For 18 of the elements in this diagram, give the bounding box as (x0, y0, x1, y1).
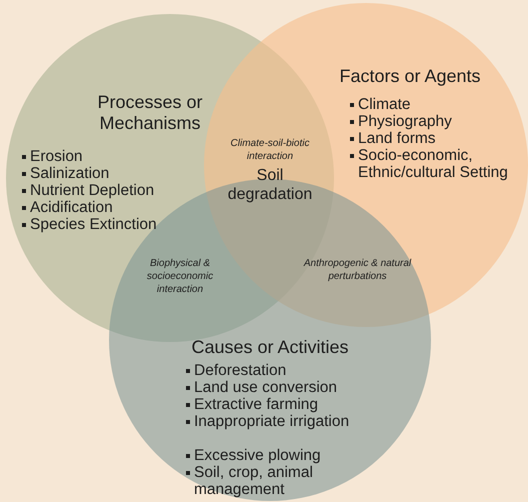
list-item: Inappropriate irrigation (186, 413, 384, 430)
list-item: Climate (350, 96, 528, 113)
list-item: Deforestation (186, 362, 384, 379)
overlap-label: Biophysical & socioeconomic interaction (146, 257, 214, 296)
circle-heading: Processes or Mechanisms (96, 92, 204, 134)
circle-heading: Factors or Agents (338, 66, 482, 87)
list-item: Socio-economic, Ethnic/cultural Setting (350, 147, 528, 181)
list-item: Soil, crop, animal management (186, 464, 384, 498)
list-item: Species Extinction (22, 216, 230, 233)
overlap-label: Anthropogenic & natural perturbations (302, 257, 412, 283)
circle-heading: Causes or Activities (190, 337, 350, 358)
list-item: Physiography (350, 113, 528, 130)
overlap-label: Climate-soil-biotic interaction (230, 137, 310, 163)
list-item: Extractive farming (186, 396, 384, 413)
list-item: Erosion (22, 148, 230, 165)
list-item: Excessive plowing (186, 447, 384, 464)
list-item: Land use conversion (186, 379, 384, 396)
list-item: Land forms (350, 130, 528, 147)
